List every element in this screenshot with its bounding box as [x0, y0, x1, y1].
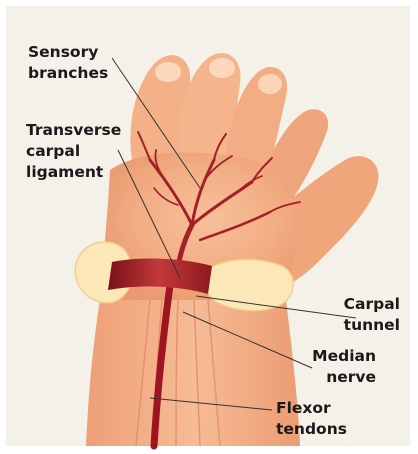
label-median-nerve: Median nerve: [300, 346, 376, 388]
label-carpal-tunnel: Carpal tunnel: [326, 294, 400, 336]
label-transverse-carpal-ligament: Transverse carpal ligament: [26, 120, 121, 183]
forearm: [86, 300, 300, 446]
label-flexor-tendons: Flexor tendons: [276, 398, 347, 440]
label-sensory-branches: Sensory branches: [28, 42, 108, 84]
